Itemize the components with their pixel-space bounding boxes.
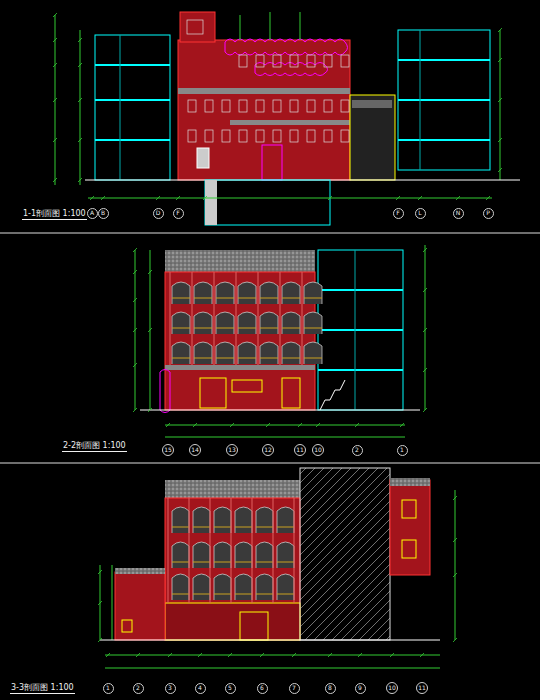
axis-label: 3: [168, 685, 172, 691]
axis-label: F: [176, 210, 179, 216]
axis-bubble: 3: [165, 683, 176, 694]
axis-bubble: F: [173, 208, 184, 219]
axis-bubble: 10: [386, 682, 398, 694]
axis-bubble: 11: [416, 682, 428, 694]
axis-label: 2: [136, 685, 140, 691]
axis-label: 13: [228, 447, 236, 453]
axis-bubble: 2: [352, 445, 363, 456]
axis-bubble: 10: [312, 444, 324, 456]
axis-bubble: F: [393, 208, 404, 219]
axis-bubble: L: [415, 208, 426, 219]
axis-bubble: D: [153, 208, 164, 219]
axis-bubble: 8: [325, 683, 336, 694]
axis-bubble: 15: [162, 444, 174, 456]
axis-label: 15: [164, 447, 172, 453]
axis-label: 14: [191, 447, 199, 453]
axis-label: 12: [264, 447, 272, 453]
axis-bubble: A: [87, 208, 98, 219]
axis-bubble: 12: [262, 444, 274, 456]
axis-bubble: 11: [294, 444, 306, 456]
axis-bubble: N: [453, 208, 464, 219]
axis-label: 11: [296, 447, 304, 453]
axis-bubble: 6: [257, 683, 268, 694]
axis-label: A: [90, 210, 94, 216]
axis-label: 7: [292, 685, 296, 691]
axis-bubble: 9: [355, 683, 366, 694]
axis-label: 11: [418, 685, 426, 691]
axis-label: B: [101, 210, 105, 216]
axis-label: 5: [228, 685, 232, 691]
axis-label: 1: [106, 685, 110, 691]
axis-bubble: 7: [289, 683, 300, 694]
axis-label: 8: [328, 685, 332, 691]
axis-label: L: [418, 210, 421, 216]
axis-label: N: [456, 210, 461, 216]
axis-bubble: 1: [397, 445, 408, 456]
axis-label: 9: [358, 685, 362, 691]
axis-label: 10: [388, 685, 396, 691]
axis-label: P: [486, 210, 490, 216]
axis-label: F: [396, 210, 399, 216]
axis-bubble: 14: [189, 444, 201, 456]
axis-bubble: 1: [103, 683, 114, 694]
section-title: 1-1剖面图 1:100: [22, 208, 87, 220]
axis-label: 6: [260, 685, 264, 691]
axis-bubble: P: [483, 208, 494, 219]
axis-label: 2: [355, 447, 359, 453]
axis-label: 1: [400, 447, 404, 453]
axis-label: D: [156, 210, 161, 216]
axis-bubble: B: [98, 208, 109, 219]
axis-bubble: 4: [195, 683, 206, 694]
section-title: 2-2剖面图 1:100: [62, 440, 127, 452]
axis-bubble: 2: [133, 683, 144, 694]
axis-label: 4: [198, 685, 202, 691]
section-title: 3-3剖面图 1:100: [10, 682, 75, 694]
axis-bubble: 5: [225, 683, 236, 694]
axis-bubble: 13: [226, 444, 238, 456]
axis-label: 10: [314, 447, 322, 453]
